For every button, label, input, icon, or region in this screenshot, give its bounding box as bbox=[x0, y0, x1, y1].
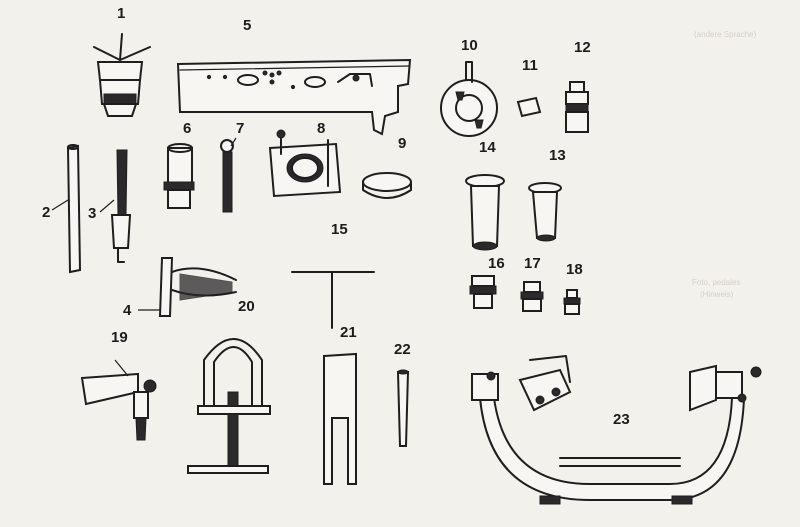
part-16-drawing bbox=[469, 275, 497, 309]
part-label-22: 22 bbox=[394, 341, 411, 358]
part-4-drawing bbox=[138, 257, 237, 317]
part-label-16: 16 bbox=[488, 255, 505, 272]
part-label-10: 10 bbox=[461, 37, 478, 54]
bleed-through-text-1: (andere Sprache) bbox=[694, 30, 757, 39]
part-label-19: 19 bbox=[111, 329, 128, 346]
part-label-3: 3 bbox=[88, 205, 97, 222]
part-23-drawing bbox=[471, 355, 762, 505]
part-17-drawing bbox=[520, 281, 544, 312]
part-22-drawing bbox=[396, 369, 410, 447]
part-19-drawing bbox=[80, 359, 157, 441]
part-7-drawing bbox=[220, 137, 237, 213]
part-6-drawing bbox=[163, 143, 195, 209]
part-label-9: 9 bbox=[398, 135, 407, 152]
part-label-4: 4 bbox=[123, 302, 132, 319]
part-13-drawing bbox=[528, 182, 562, 242]
part-label-7: 7 bbox=[236, 120, 245, 137]
part-11-drawing bbox=[516, 96, 542, 118]
part-2-drawing bbox=[51, 144, 82, 274]
bleed-through-text-2: Foto, pedales bbox=[692, 278, 741, 287]
bleed-through-text-3: (Hinweis) bbox=[700, 290, 734, 299]
part-label-2: 2 bbox=[42, 204, 51, 221]
part-label-17: 17 bbox=[524, 255, 541, 272]
part-1-drawing bbox=[93, 33, 151, 117]
part-label-12: 12 bbox=[574, 39, 591, 56]
part-3-drawing bbox=[99, 149, 132, 263]
part-18-drawing bbox=[563, 289, 581, 315]
part-5-drawing bbox=[176, 58, 412, 136]
part-label-14: 14 bbox=[479, 139, 496, 156]
part-label-23: 23 bbox=[613, 411, 630, 428]
part-8-drawing bbox=[268, 129, 342, 198]
part-label-18: 18 bbox=[566, 261, 583, 278]
part-label-11: 11 bbox=[522, 57, 538, 74]
part-label-8: 8 bbox=[317, 120, 326, 137]
part-12-drawing bbox=[565, 81, 589, 133]
part-label-21: 21 bbox=[340, 324, 357, 341]
part-label-6: 6 bbox=[183, 120, 192, 137]
part-15-drawing bbox=[291, 271, 375, 329]
part-9-drawing bbox=[362, 172, 412, 199]
part-21-drawing bbox=[323, 352, 357, 485]
part-20-drawing bbox=[187, 338, 271, 474]
part-10-drawing bbox=[440, 61, 498, 137]
part-label-1: 1 bbox=[117, 5, 126, 22]
part-label-5: 5 bbox=[243, 17, 252, 34]
part-label-20: 20 bbox=[238, 298, 255, 315]
part-label-15: 15 bbox=[331, 221, 348, 238]
part-14-drawing bbox=[465, 174, 505, 251]
part-label-13: 13 bbox=[549, 147, 566, 164]
